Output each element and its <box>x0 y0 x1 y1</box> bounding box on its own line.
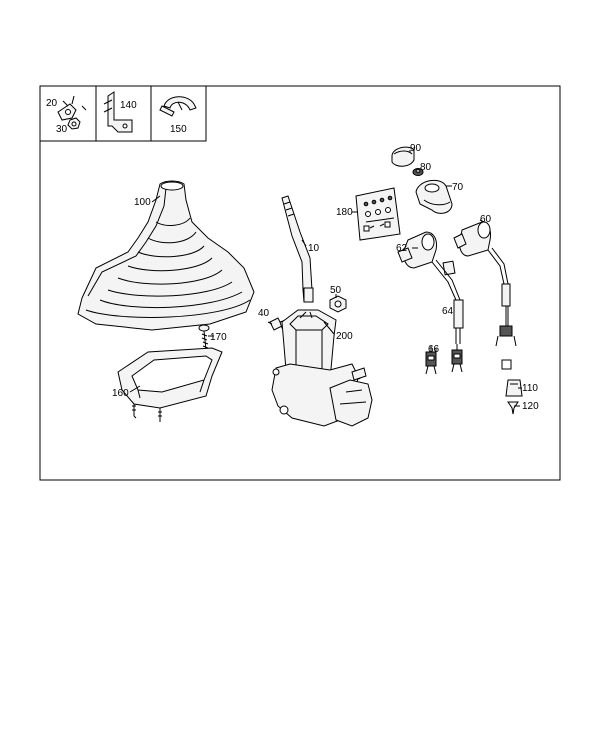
nut-part-50 <box>329 295 347 313</box>
callout-64: 64 <box>442 306 454 317</box>
detail-boxes <box>39 85 207 142</box>
screw-part-170 <box>198 324 210 351</box>
callout-40: 40 <box>258 308 270 319</box>
connector-part-66 <box>425 344 463 375</box>
switch-part-62 <box>397 231 464 344</box>
callout-120: 120 <box>522 401 539 412</box>
callout-90: 90 <box>410 143 422 154</box>
callout-66: 66 <box>428 344 440 355</box>
callout-200: 200 <box>336 331 353 342</box>
shift-lever-part-10 <box>281 195 314 303</box>
pin-part-120 <box>507 401 519 415</box>
callout-150: 150 <box>170 124 187 135</box>
callout-170: 170 <box>210 332 227 343</box>
callout-30: 30 <box>56 124 68 135</box>
diagram-frame <box>39 85 561 481</box>
callout-70: 70 <box>452 182 464 193</box>
shift-boot-part-100 <box>77 180 255 331</box>
callout-60: 60 <box>480 214 492 225</box>
ring-part-80 <box>412 168 424 176</box>
callout-20: 20 <box>46 98 58 109</box>
callout-10: 10 <box>308 243 320 254</box>
gearshift-housing-part-200 <box>271 309 373 427</box>
bracket-part-140 <box>103 91 133 133</box>
callout-80: 80 <box>420 162 432 173</box>
shift-pattern-plate-part-180 <box>355 187 401 241</box>
callout-100: 100 <box>134 197 151 208</box>
callout-labels: 20 30 140 150 100 10 180 90 80 70 60 62 … <box>46 98 539 412</box>
knob-cap-part-90 <box>391 146 415 167</box>
callout-160: 160 <box>112 388 129 399</box>
nut-part-30 <box>67 105 87 130</box>
leader-lines <box>129 150 522 407</box>
callout-140: 140 <box>120 100 137 111</box>
callout-180: 180 <box>336 207 353 218</box>
cable-tie-part-150 <box>159 96 197 117</box>
shift-knob-part-70 <box>415 179 453 214</box>
callout-62: 62 <box>396 243 408 254</box>
callout-50: 50 <box>330 285 342 296</box>
clip-part-20 <box>57 95 77 121</box>
plug-part-110 <box>501 359 523 397</box>
callout-110: 110 <box>522 383 538 394</box>
switch-part-60 <box>453 221 517 347</box>
tray-part-160 <box>117 347 223 422</box>
